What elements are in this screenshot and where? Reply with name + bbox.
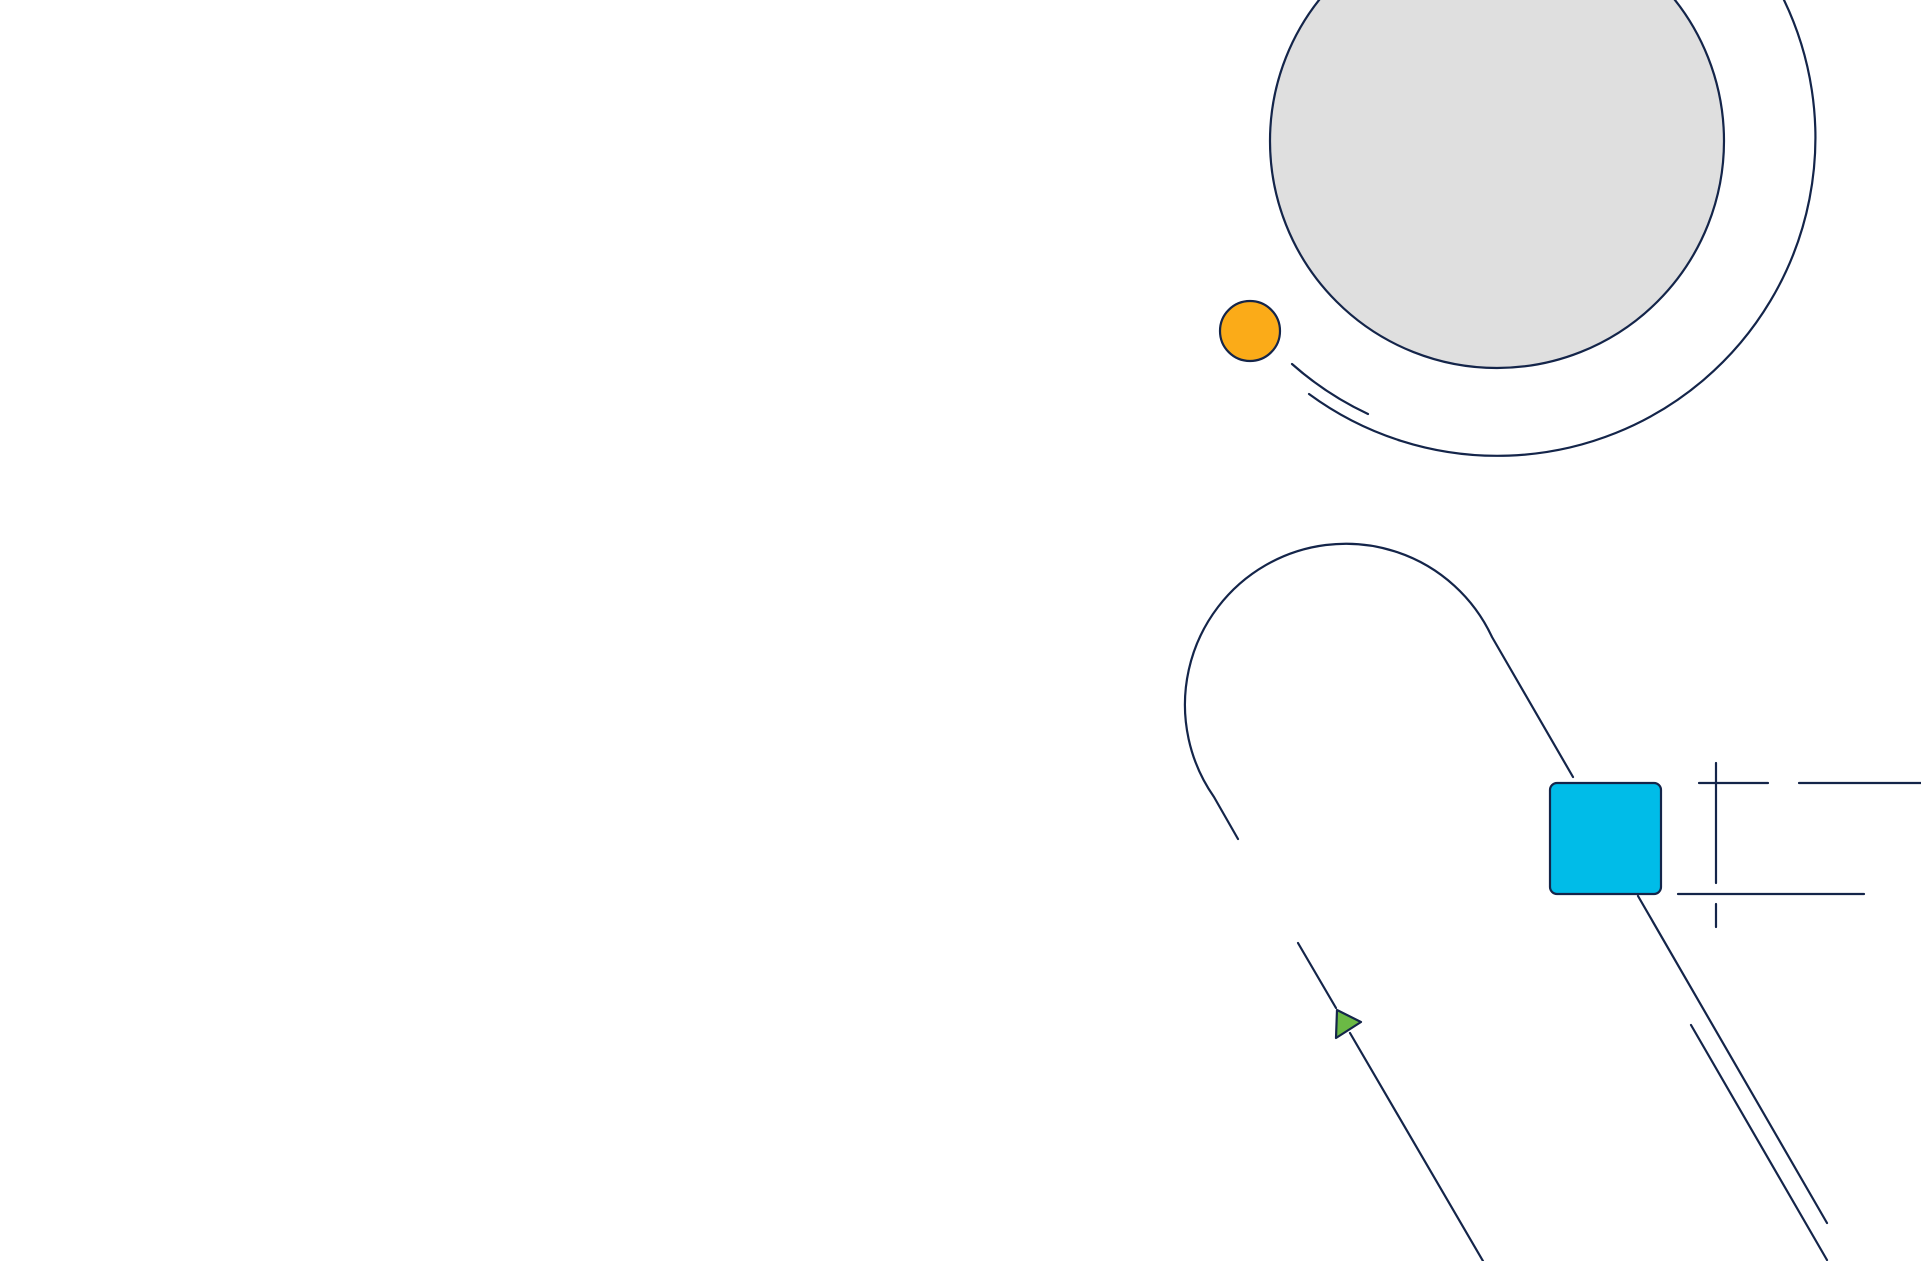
track-left-lower [1348,1031,1485,1261]
track-right-segment [1636,894,1829,1225]
orange-dot [1218,299,1282,363]
green-triangle [1334,1008,1363,1040]
track-left-upper [1296,941,1338,1010]
inner-orbit-arc [1290,362,1370,416]
track-loop [1183,542,1575,841]
blue-square [1548,781,1663,896]
outer-orbit-arc [1307,0,1817,457]
large-grey-circle [1268,0,1726,370]
track-parallel-segment [1689,1023,1829,1261]
